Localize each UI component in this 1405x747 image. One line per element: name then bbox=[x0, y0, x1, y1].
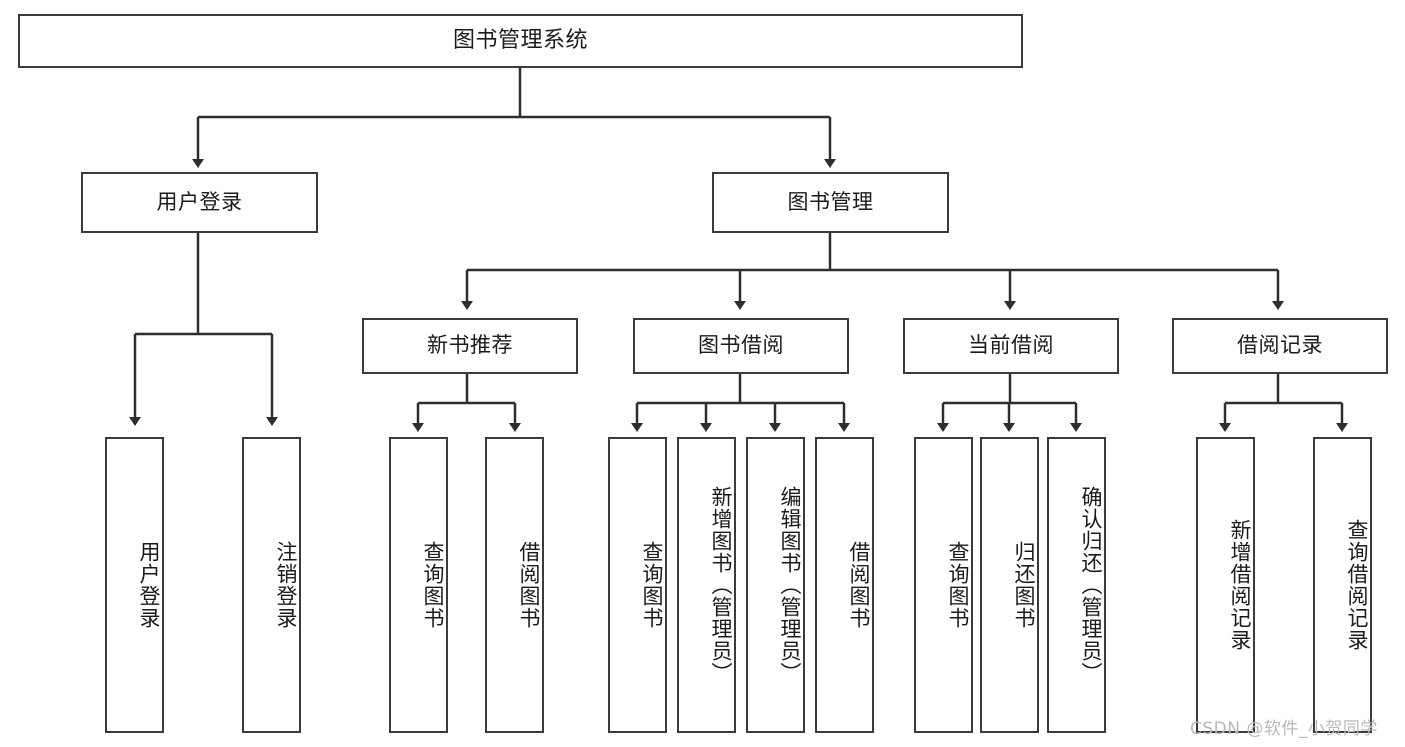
node-user-login[interactable]: 用户登录 bbox=[81, 172, 318, 233]
leaf-new-book-borrow[interactable]: 借阅图书 bbox=[485, 437, 544, 733]
leaf-user-login-login[interactable]: 用户登录 bbox=[105, 437, 164, 733]
leaf-borrow-borrow-book[interactable]: 借阅图书 bbox=[815, 437, 874, 733]
leaf-borrow-edit-book-admin[interactable]: 编辑图书（管理员） bbox=[746, 437, 805, 733]
node-root-system[interactable]: 图书管理系统 bbox=[18, 14, 1023, 68]
node-current-borrow[interactable]: 当前借阅 bbox=[903, 318, 1119, 374]
node-borrow-record[interactable]: 借阅记录 bbox=[1172, 318, 1388, 374]
leaf-new-book-query[interactable]: 查询图书 bbox=[389, 437, 448, 733]
node-book-borrow[interactable]: 图书借阅 bbox=[633, 318, 849, 374]
node-book-management[interactable]: 图书管理 bbox=[712, 172, 949, 233]
leaf-current-return-book[interactable]: 归还图书 bbox=[980, 437, 1039, 733]
leaf-record-query-record[interactable]: 查询借阅记录 bbox=[1313, 437, 1372, 733]
leaf-record-add-record[interactable]: 新增借阅记录 bbox=[1196, 437, 1255, 733]
leaf-current-query-book[interactable]: 查询图书 bbox=[914, 437, 973, 733]
leaf-borrow-query-book[interactable]: 查询图书 bbox=[608, 437, 667, 733]
csdn-watermark: CSDN @软件_小贺同学 bbox=[1190, 719, 1378, 739]
leaf-borrow-add-book-admin[interactable]: 新增图书（管理员） bbox=[677, 437, 736, 733]
node-new-book-recommend[interactable]: 新书推荐 bbox=[362, 318, 578, 374]
leaf-user-login-logout[interactable]: 注销登录 bbox=[242, 437, 301, 733]
leaf-current-confirm-return-admin[interactable]: 确认归还（管理员） bbox=[1047, 437, 1106, 733]
